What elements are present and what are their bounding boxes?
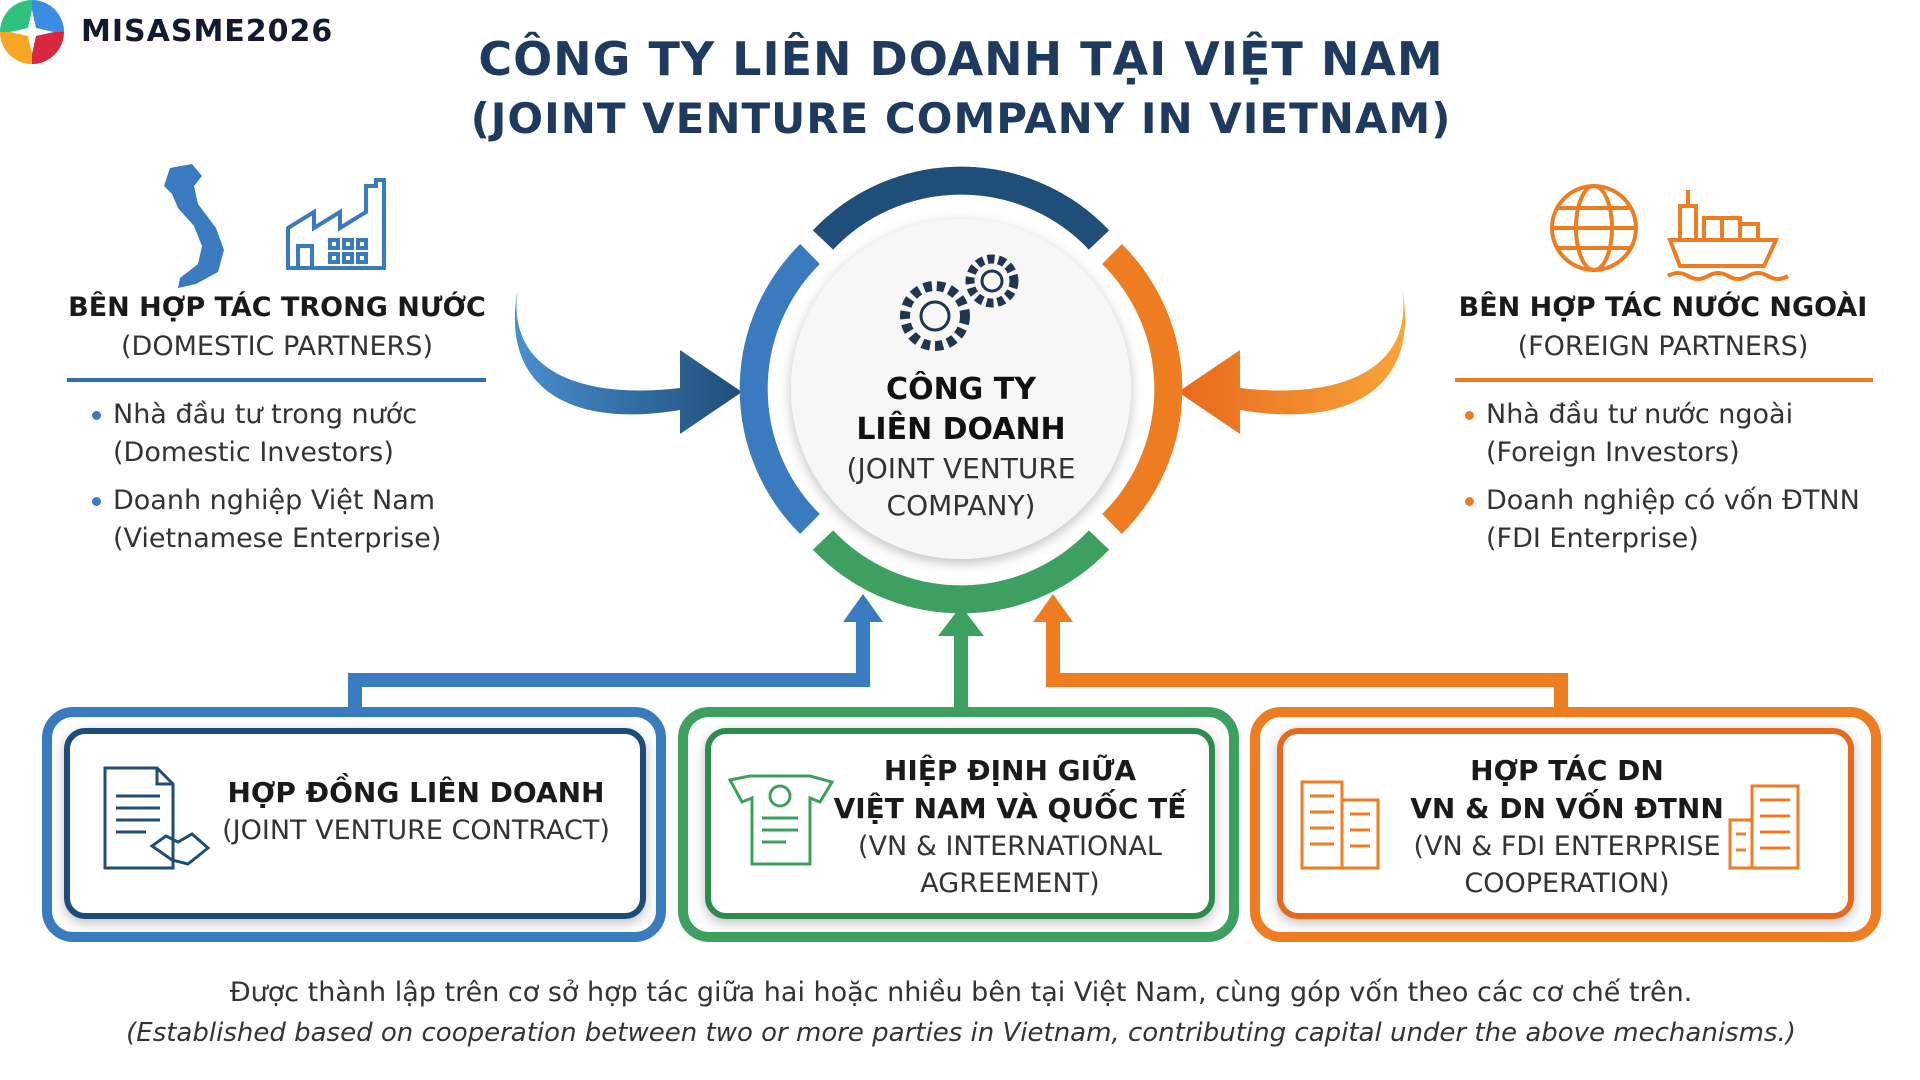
agreement-label: HIỆP ĐỊNH GIỮA VIỆT NAM VÀ QUỐC TẾ (VN &… (833, 754, 1187, 899)
cargo-ship-icon (1666, 190, 1790, 281)
foreign-heading: BÊN HỢP TÁC NƯỚC NGOÀI (1458, 292, 1868, 323)
contract-box-frame (42, 707, 666, 942)
footer-en: (Established based on cooperation betwee… (126, 1018, 1796, 1048)
orange-connector (1046, 620, 1568, 712)
cooperation-box-frame (1250, 707, 1881, 942)
domestic-heading: BÊN HỢP TÁC TRONG NƯỚC (68, 292, 486, 323)
center-label: CÔNG TY LIÊN DOANH (JOINT VENTURE COMPAN… (846, 372, 1076, 522)
domestic-list: Nhà đầu tư trong nước (Domestic Investor… (92, 396, 441, 558)
agreement-document-icon (727, 774, 835, 866)
page-title: CÔNG TY LIÊN DOANH TẠI VIỆT NAM (478, 32, 1444, 86)
list-item-en: (Domestic Investors) (113, 437, 394, 468)
list-item-en: (FDI Enterprise) (1486, 523, 1699, 554)
list-item-en: (Vietnamese Enterprise) (113, 523, 442, 554)
gears-icon (900, 254, 1019, 351)
list-item-en: (Foreign Investors) (1486, 437, 1740, 468)
blue-connector (348, 620, 870, 712)
factory-icon (286, 178, 386, 270)
contract-label: HỢP ĐỒNG LIÊN DOANH (JOINT VENTURE CONTR… (222, 776, 610, 846)
cooperation-label: HỢP TÁC DN VN & DN VỐN ĐTNN (VN & FDI EN… (1410, 754, 1724, 899)
foreign-list: Nhà đầu tư nước ngoài (Foreign Investors… (1465, 396, 1860, 558)
central-circle (791, 219, 1131, 559)
footer-vi: Được thành lập trên cơ sở hợp tác giữa h… (229, 977, 1693, 1008)
foreign-subheading: (FOREIGN PARTNERS) (1517, 331, 1809, 362)
vn-building-icon (1300, 780, 1380, 870)
list-item: Nhà đầu tư nước ngoài (1465, 396, 1860, 434)
fdi-building-icon (1728, 784, 1800, 870)
logo-icon (0, 0, 64, 64)
list-item: Nhà đầu tư trong nước (92, 396, 441, 434)
foreign-arrow (1178, 288, 1406, 434)
agreement-box-frame (678, 707, 1239, 942)
globe-icon (1550, 184, 1638, 272)
domestic-arrow (514, 288, 742, 434)
central-ring (739, 166, 1183, 614)
list-item: Doanh nghiệp Việt Nam (92, 482, 441, 520)
list-item: Doanh nghiệp có vốn ĐTNN (1465, 482, 1860, 520)
logo-text: MISASME2026 (81, 14, 334, 49)
vietnam-map-icon (164, 164, 224, 288)
domestic-subheading: (DOMESTIC PARTNERS) (121, 331, 433, 362)
contract-handshake-icon (103, 766, 211, 870)
page-subtitle: (JOINT VENTURE COMPANY IN VIETNAM) (470, 94, 1452, 143)
